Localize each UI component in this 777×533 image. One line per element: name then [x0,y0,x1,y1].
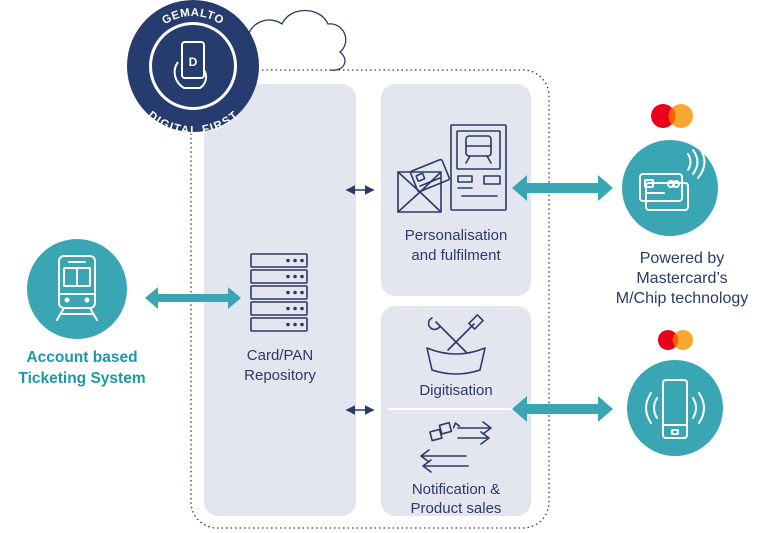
digitisation-panel [381,306,531,516]
notification-label-line2: Product sales [411,500,502,517]
smartphone-icon [627,360,723,456]
powered-label-line1: Powered by [640,250,725,267]
account-label-line2: Ticketing System [18,370,145,387]
contactless-card-icon [622,140,718,236]
repository-label-line1: Card/PAN [247,347,313,364]
train-icon [27,239,127,339]
mastercard-logo-top [651,104,693,128]
server-icon [250,253,308,332]
personalisation-panel [381,84,531,296]
teal-arrow-phone [512,396,613,422]
repository-panel [204,84,356,516]
teal-arrow-left [145,287,241,309]
hand-phone-icon: D [173,41,208,89]
digitisation-label: Digitisation [419,382,492,399]
svg-text:D: D [189,55,198,69]
account-label-line1: Account based [26,349,137,366]
notification-label-line1: Notification & [412,481,500,498]
powered-label-line2: Mastercard’s [636,270,727,287]
teal-arrow-card [512,175,613,201]
tools-icon [426,314,486,375]
mastercard-logo-bottom [658,330,693,350]
gemalto-digital-first-badge: GEMALTO DIGITAL FIRST D [127,0,259,137]
platform-border [190,69,550,529]
kiosk-icon [450,124,507,211]
envelope-card-icon [397,158,451,213]
personalisation-label-line2: and fulfilment [411,247,501,264]
personalisation-label-line1: Personalisation [405,227,508,244]
transfer-arrows-icon [420,421,492,473]
powered-label-line3: M/Chip technology [616,290,749,307]
repository-label-line2: Repository [244,367,316,384]
